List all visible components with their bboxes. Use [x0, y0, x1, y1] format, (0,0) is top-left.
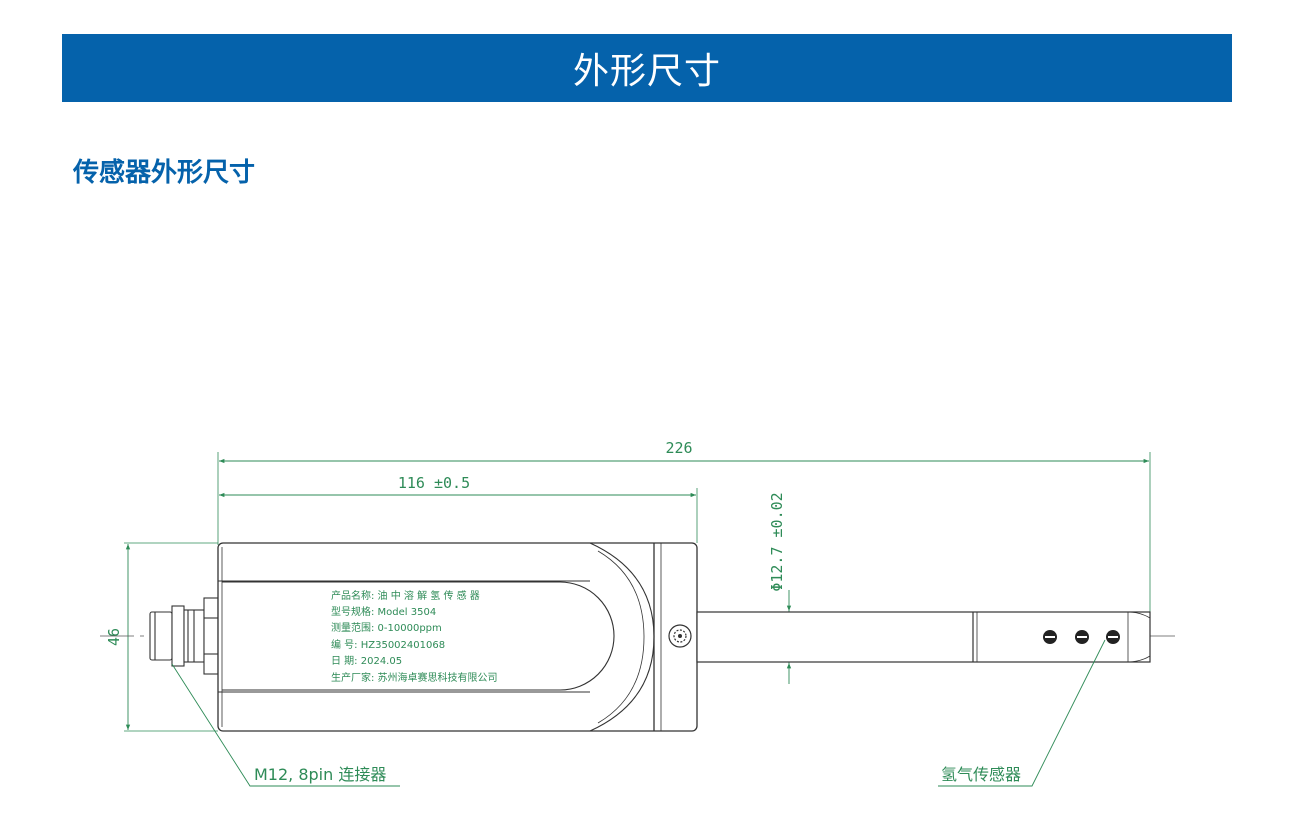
screw-icon [668, 624, 692, 648]
plate-line-4: 编 号: HZ35002401068 [331, 638, 445, 651]
page-title: 外形尺寸 [572, 51, 721, 92]
sensor-holes [1043, 630, 1120, 644]
sensor-callout-text: 氢气传感器 [941, 765, 1021, 784]
probe-diameter-text: Φ12.7 ±0.02 [768, 492, 786, 591]
plate-line-3: 测量范围: 0-10000ppm [331, 621, 442, 634]
plate-line-6: 生产厂家: 苏州海卓赛思科技有限公司 [331, 671, 498, 684]
m12-connector [149, 597, 219, 675]
body-height-text: 46 [105, 628, 123, 646]
sensor-probe [696, 611, 1151, 663]
body-length-text: 116 ±0.5 [398, 474, 470, 492]
sensor-callout-leader [938, 639, 1106, 787]
connector-callout-text: M12, 8pin 连接器 [254, 765, 386, 784]
body-recess [222, 542, 655, 732]
page-banner: 外形尺寸 [62, 34, 1232, 102]
plate-line-2: 型号规格: Model 3504 [331, 605, 436, 618]
plate-line-1: 产品名称: 油 中 溶 解 氢 传 感 器 [331, 589, 480, 602]
connector-callout-leader [171, 663, 400, 787]
plate-line-5: 日 期: 2024.05 [331, 655, 402, 667]
label-plate: 产品名称: 油 中 溶 解 氢 传 感 器 型号规格: Model 3504 测… [331, 589, 498, 684]
section-title: 传感器外形尺寸 [73, 158, 256, 188]
sensor-body [217, 542, 698, 732]
total-length-text: 226 [665, 439, 692, 457]
